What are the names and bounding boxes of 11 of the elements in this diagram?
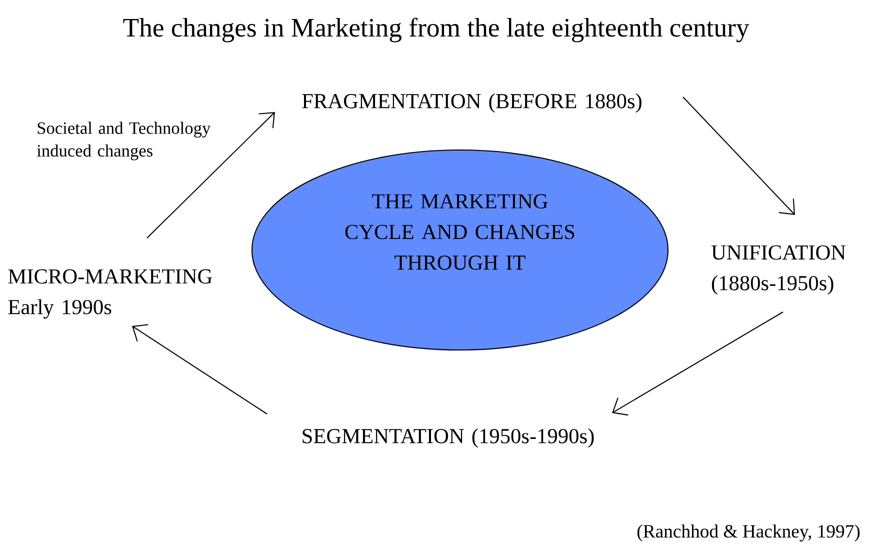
arrow (132, 324, 268, 414)
source-citation: (Ranchhod & Hackney, 1997) (637, 524, 860, 542)
stage-label: FRAGMENTATION (BEFORE 1880s) (302, 93, 642, 113)
stage-label: SEGMENTATION (1950s-1990s) (302, 428, 594, 448)
title: The changes in Marketing from the late eighteenth century (123, 18, 750, 42)
arrow (682, 96, 795, 215)
stage-label: MICRO-MARKETING Early 1990s (8, 269, 212, 319)
stage-label: UNIFICATION (1880s-1950s) (711, 245, 846, 295)
arrow (146, 112, 275, 238)
arrow (612, 312, 784, 416)
edge-label: Societal and Technology induced changes (36, 122, 211, 160)
